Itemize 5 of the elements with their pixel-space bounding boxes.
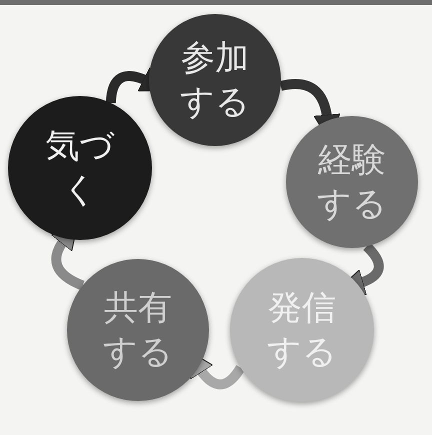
node-label: 参加する xyxy=(179,36,251,124)
node-label: 気づく xyxy=(44,124,116,212)
node-label: 共有する xyxy=(102,286,174,374)
node-label: 経験する xyxy=(316,138,388,226)
node-label: 発信する xyxy=(266,286,338,374)
